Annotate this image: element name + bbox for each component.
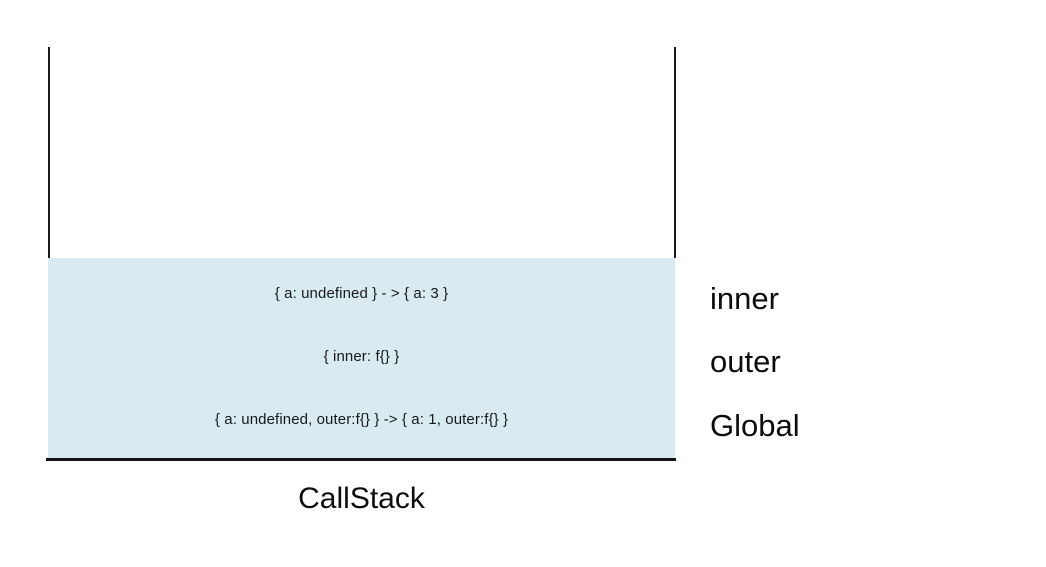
stack-right-rail <box>674 47 676 258</box>
stack-frame-outer: { inner: f{} } <box>323 347 400 365</box>
stack-frame-global: { a: undefined, outer:f{} } -> { a: 1, o… <box>214 411 509 429</box>
stack-frame-inner: { a: undefined } - > { a: 3 } <box>274 284 449 302</box>
scope-label-list: inner outer Global <box>710 270 1010 460</box>
diagram-caption: CallStack <box>298 482 425 515</box>
scope-label-inner: inner <box>710 281 779 316</box>
scope-label-global: Global <box>710 408 800 443</box>
stack-left-rail <box>48 47 50 258</box>
scope-label-outer: outer <box>710 344 781 379</box>
stack-base-line <box>46 458 676 461</box>
stack-frame-list: { a: undefined } - > { a: 3 } { inner: f… <box>48 258 675 458</box>
